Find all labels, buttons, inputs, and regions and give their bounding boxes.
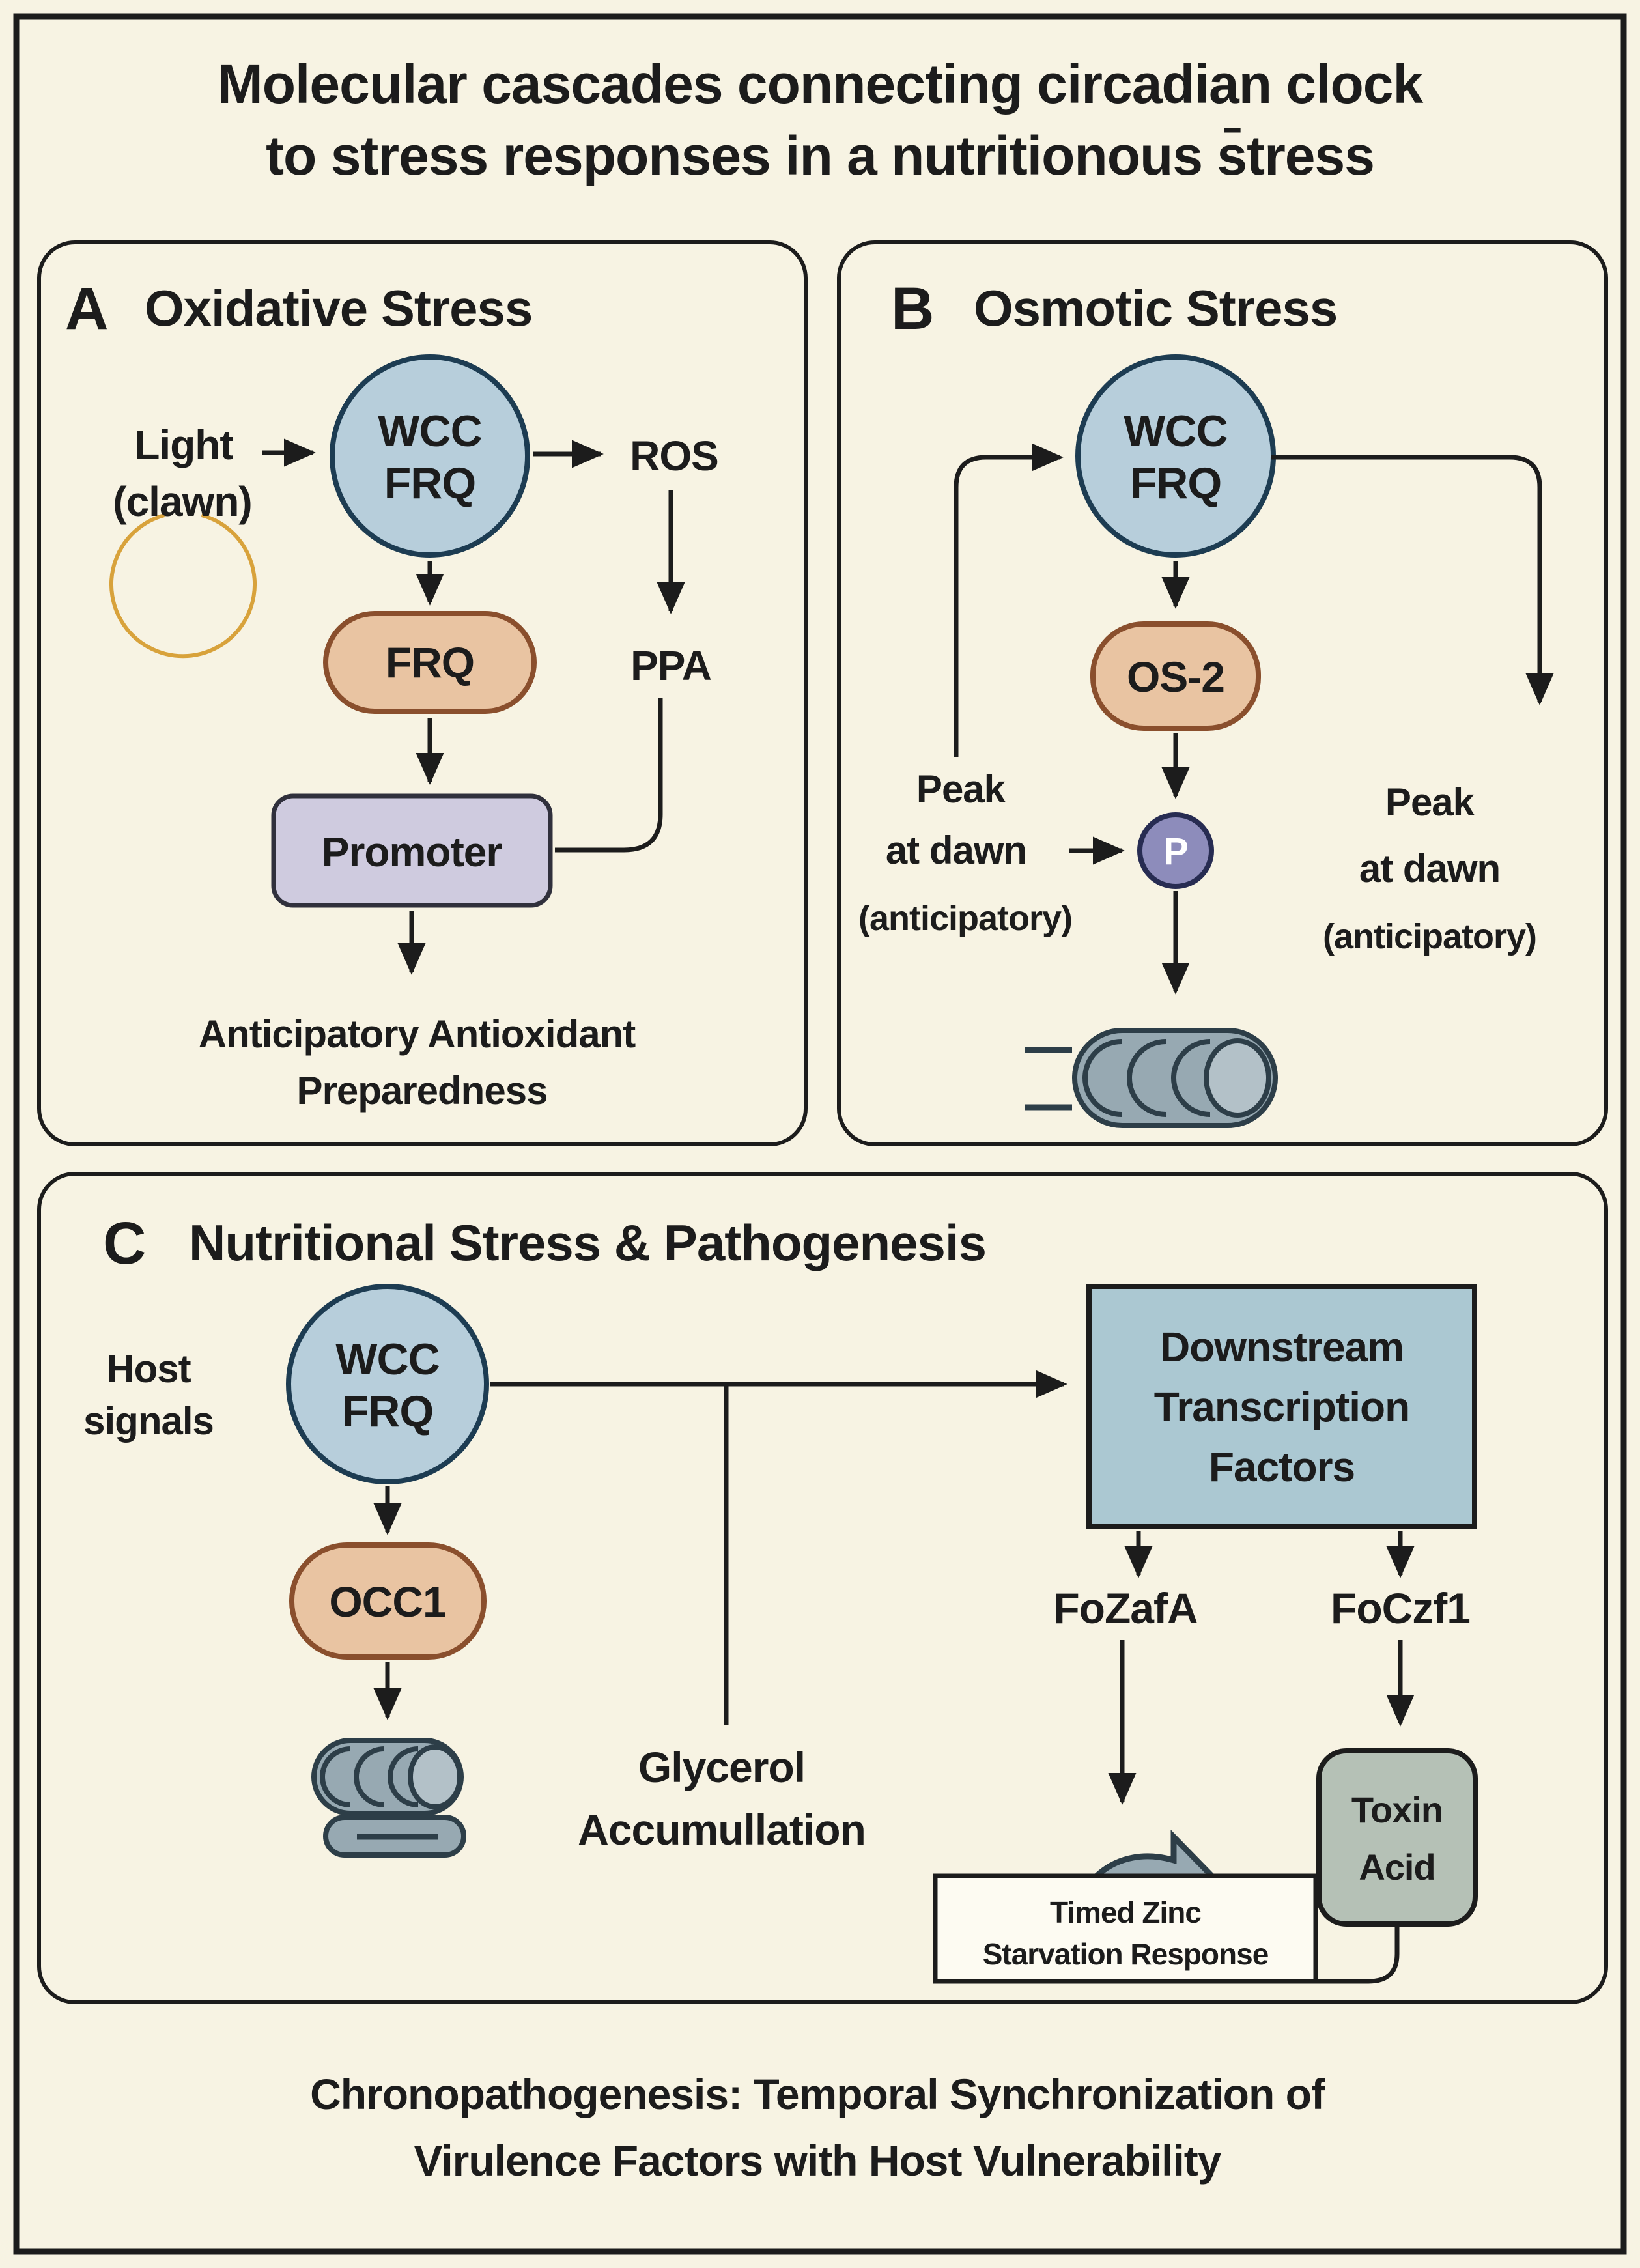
phospho-badge [1137,812,1214,889]
timed-zinc-line1: Timed Zinc [1050,1895,1201,1929]
ppa-to-promoter-elbow [555,698,663,853]
promoter-node [271,793,553,908]
toxin-acid-box [1316,1748,1478,1927]
timed-zinc-line2: Starvation Response [983,1937,1269,1971]
panel-c-heading: Nutritional Stress & Pathogenesis [189,1214,986,1271]
panel-a-label: A [65,276,107,342]
light-dawn-label: (clawn) [113,478,251,525]
coil-c-cap [408,1744,462,1809]
coil-ring-1 [1082,1039,1122,1117]
coil-c-ring-1 [320,1746,351,1807]
os2-node [1090,621,1261,731]
gene-coil-icon-b [1025,1028,1278,1128]
frq-node [323,611,537,714]
os2-label: OS-2 [1127,653,1224,701]
downstream-line3: Factors [1209,1443,1355,1490]
caption-line1: Chronopathogenesis: Temporal Synchroniza… [310,2070,1326,2118]
coil-ring-2 [1127,1039,1166,1117]
peak-left-line1: Peak [916,767,1006,811]
peak-right-line3: (anticipatory) [1323,917,1536,956]
glycerol-line2: Accumullation [578,1806,866,1854]
peak-left-line3: (anticipatory) [858,899,1072,938]
peak-right-line1: Peak [1385,780,1475,824]
panel-a-heading: Oxidative Stress [145,279,532,337]
ros-label: ROS [630,432,718,479]
peak-right-line2: at dawn [1359,847,1500,890]
peak-left-line2: at dawn [886,829,1026,872]
occ1-node [289,1542,487,1660]
coil-c-ring-3 [388,1746,419,1807]
panel-b-border [837,240,1608,1146]
panel-c-border [37,1172,1608,2004]
panel-b: B Osmotic Stress WCC FRQ OS-2 P Peak at … [837,240,1608,1146]
panel-b-heading: Osmotic Stress [974,279,1337,337]
ppa-label: PPA [630,642,711,689]
wcc-frq-b-line2: FRQ [1130,459,1222,508]
panel-a-border [37,240,808,1146]
wcc-frq-node-a [330,354,530,558]
wcc-frq-a-line2: FRQ [384,459,476,508]
toxin-to-timed-connector [1318,1925,1400,1984]
panel-a: A Oxidative Stress Light (clawn) WCC FRQ… [37,240,808,1146]
toxin-line2: Acid [1359,1847,1435,1888]
right-feedback-elbow [1271,455,1554,705]
frq-label: FRQ [386,638,474,687]
panel-c-label: C [103,1210,145,1277]
figure-title-line2: to stress responses in a nutritionous s̄… [266,125,1374,186]
glycerol-line1: Glycerol [638,1743,805,1791]
caption-line2: Virulence Factors with Host Vulnerabilit… [414,2136,1222,2185]
outcome-line1: Anticipatory Antioxidant [199,1012,636,1056]
coil-cap [1204,1038,1271,1118]
occ1-label: OCC1 [329,1578,445,1626]
fozafa-label: FoZafA [1053,1584,1197,1632]
gene-coil-icon-c [311,1738,466,1858]
timed-zinc-box [933,1873,1318,1984]
wcc-frq-node-b [1075,354,1276,558]
promoter-label: Promoter [322,829,502,875]
outcome-line2: Preparedness [297,1069,548,1113]
toxin-line1: Toxin [1351,1789,1443,1830]
wcc-frq-c-line1: WCC [335,1335,439,1384]
coil-c-ring-2 [354,1746,385,1807]
phospho-label: P [1163,830,1188,873]
host-signals-line1: Host [106,1347,191,1391]
host-signals-line2: signals [83,1399,214,1443]
figure-title-line1: Molecular cascades connecting circadian … [218,53,1424,115]
outer-border [13,13,1627,2255]
downstream-tf-box [1086,1284,1477,1529]
panel-b-label: B [891,276,933,342]
wcc-frq-c-line2: FRQ [342,1387,434,1436]
light-dawn-arc-icon [109,513,257,659]
light-label: Light [134,421,233,468]
downstream-line1: Downstream [1160,1324,1404,1370]
wcc-frq-a-line1: WCC [378,406,481,456]
foczf1-label: FoCzf1 [1331,1584,1470,1632]
wcc-frq-node-c [286,1284,489,1484]
panel-c: C Nutritional Stress & Pathogenesis Host… [37,1172,1608,2004]
downstream-line2: Transcription [1154,1383,1409,1430]
left-feedback-elbow [954,443,1064,757]
coil-ring-3 [1171,1039,1211,1117]
wcc-frq-b-line1: WCC [1124,406,1227,456]
